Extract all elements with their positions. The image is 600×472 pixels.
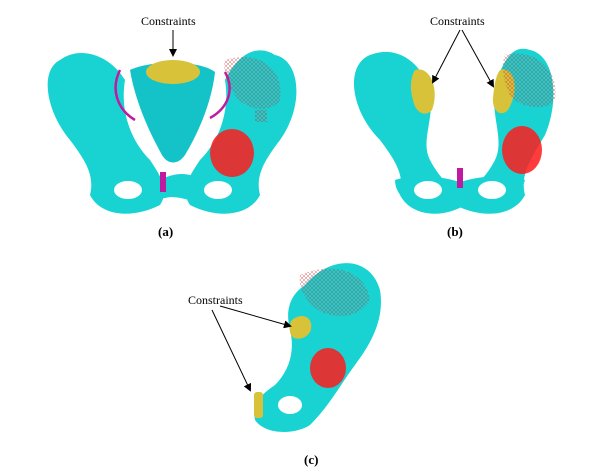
constraint-patch-b-left (410, 69, 435, 114)
arrow-c-lower (211, 309, 252, 392)
muscle-attachment-b (502, 126, 542, 174)
constraints-label-c: Constraints (188, 293, 243, 307)
arrow-b-right (461, 29, 494, 88)
panel-b-pelvis (353, 48, 556, 214)
constraints-label-b: Constraints (430, 14, 485, 28)
arrow-b-left (432, 29, 461, 84)
caption-a: (a) (158, 224, 174, 239)
constraint-patch-a (146, 60, 200, 84)
arrow-c-upper (219, 305, 292, 329)
muscle-attachment-a (210, 129, 254, 177)
panel-a-pelvis (47, 50, 297, 214)
constraints-label-a: Constraints (141, 14, 196, 28)
caption-b: (b) (447, 224, 463, 239)
panel-c-hipbone (254, 263, 381, 432)
muscle-attachment-c (310, 348, 346, 388)
caption-c: (c) (304, 452, 319, 467)
constraint-patch-c-lower (254, 392, 263, 418)
constraint-patch-c-upper (289, 315, 312, 339)
